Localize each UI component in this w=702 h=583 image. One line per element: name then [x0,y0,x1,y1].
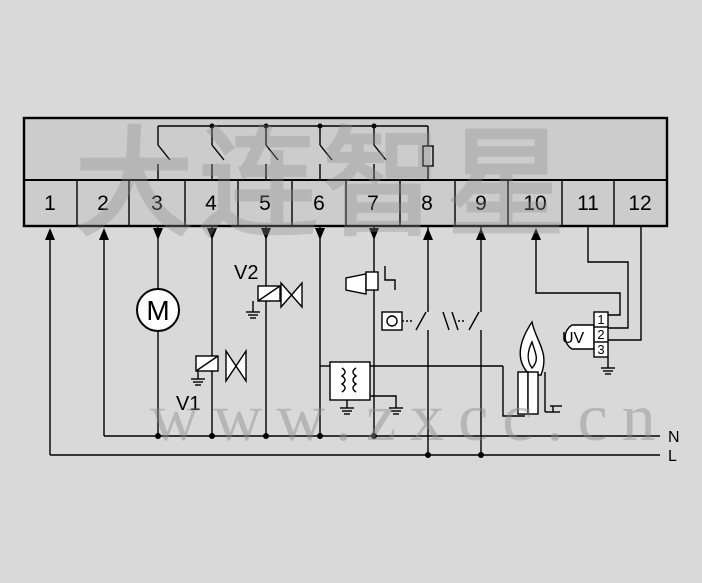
control-switches [381,311,480,331]
motor-label: M [146,295,169,326]
valve-v2-symbol [246,281,303,319]
terminal-label: 8 [421,192,433,215]
uv-pin-label: 3 [597,342,604,357]
terminal-labels: 1 2 3 4 5 6 7 8 9 10 11 12 [44,192,652,215]
terminal-label: 2 [97,192,109,215]
terminal-label: 5 [259,192,271,215]
terminal-label: 9 [475,192,487,215]
junction-dots-supply [155,433,484,458]
uv-pin-label: 1 [597,312,604,327]
terminal-wires [49,226,642,455]
junction-dots-internal [209,123,377,129]
terminal-label: 6 [313,192,325,215]
alarm-horn-symbol [345,266,396,295]
line-label: L [668,448,677,465]
internal-relay-contacts [157,125,434,180]
valve-v1-label: V1 [176,393,200,415]
terminal-label: 1 [44,192,56,215]
terminal-label: 12 [628,192,651,215]
uv-pin-label: 2 [597,327,604,342]
valve-v1-symbol [191,348,247,386]
uv-sensor-symbol [564,311,615,375]
terminal-label: 3 [151,192,163,215]
terminal-dividers [76,180,615,226]
terminal-label: 11 [577,192,599,215]
valve-v2-label: V2 [234,262,258,284]
burner-flame-symbol [517,320,562,415]
terminal-arrows [45,228,541,240]
uv-sensor-label: UV [562,330,585,347]
uv-pin-labels: 1 2 3 [597,312,604,357]
motor-symbol [136,288,180,332]
terminal-label: 7 [367,192,379,215]
ignition-transformer-symbol [320,361,525,417]
terminal-label: 4 [205,192,217,215]
terminal-label: 10 [523,192,546,215]
neutral-label: N [668,429,680,446]
